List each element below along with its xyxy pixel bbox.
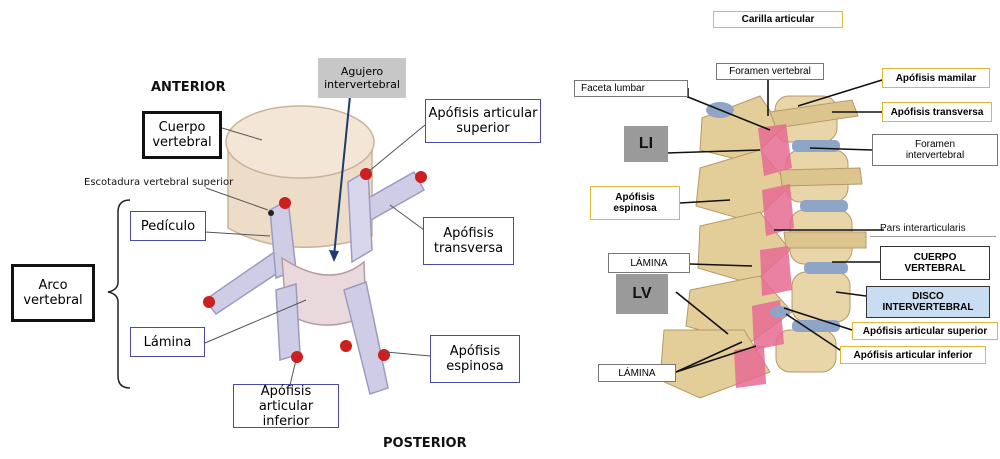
pediculo-label: Pedículo — [141, 219, 195, 234]
lamina-box: Lámina — [130, 327, 205, 357]
cuerpo-vertebral-right-box: CUERPO VERTEBRAL — [880, 246, 990, 280]
foramen-intervertebral-label: Foramen intervertebral — [906, 139, 964, 161]
arco-vertebral-box: Arco vertebral — [11, 264, 95, 322]
escotadura-label: Escotadura vertebral superior — [84, 177, 233, 189]
apofisis-espinosa-right-box: Apófisis espinosa — [590, 186, 680, 220]
apofisis-articular-inferior-right-box: Apófisis articular inferior — [840, 346, 986, 364]
right-lumbar-spine — [660, 96, 866, 398]
apofisis-mamilar-label: Apófisis mamilar — [896, 73, 977, 84]
posterior-label: POSTERIOR — [383, 437, 467, 452]
lamina-bottom-label: LÁMINA — [618, 368, 655, 379]
cuerpo-vertebral-right-label: CUERPO VERTEBRAL — [904, 252, 965, 274]
faceta-lumbar-label: Faceta lumbar — [581, 83, 645, 94]
apofisis-espinosa-box: Apófisis espinosa — [430, 335, 520, 383]
lv-label: LV — [632, 285, 651, 303]
apofisis-espinosa-right-label: Apófisis espinosa — [613, 192, 656, 214]
agujero-intervertebral-box: Agujero intervertebral — [318, 58, 406, 98]
foramen-vertebral-label: Foramen vertebral — [729, 66, 811, 77]
pars-underline — [870, 236, 996, 237]
disco-intervertebral-label: DISCO INTERVERTEBRAL — [883, 291, 974, 313]
agujero-intervertebral-label: Agujero intervertebral — [324, 65, 400, 91]
lamina-label: Lámina — [144, 335, 192, 350]
apofisis-articular-inferior-box: Apófisis articular inferior — [233, 384, 339, 428]
pediculo-box: Pedículo — [130, 211, 206, 241]
apofisis-transversa-label: Apófisis transversa — [434, 226, 503, 256]
lamina-top-label: LÁMINA — [630, 258, 667, 269]
anterior-label: ANTERIOR — [151, 81, 226, 96]
li-label: LI — [639, 135, 653, 153]
apofisis-articular-superior-right-label: Apófisis articular superior — [863, 326, 987, 337]
apofisis-transversa-right-box: Apófisis transversa — [882, 102, 992, 122]
apofisis-articular-superior-label: Apófisis articular superior — [429, 106, 538, 136]
disco-intervertebral-box: DISCO INTERVERTEBRAL — [866, 286, 990, 318]
apofisis-transversa-box: Apófisis transversa — [423, 217, 514, 265]
lamina-bottom-box: LÁMINA — [598, 364, 676, 382]
apofisis-articular-superior-box: Apófisis articular superior — [425, 99, 541, 143]
foramen-intervertebral-box: Foramen intervertebral — [872, 134, 998, 166]
carilla-articular-label: Carilla articular — [742, 14, 815, 25]
foramen-vertebral-box: Foramen vertebral — [716, 63, 824, 80]
left-vertebra-drawing — [203, 106, 427, 394]
apofisis-articular-superior-right-box: Apófisis articular superior — [852, 322, 998, 340]
lv-box: LV — [616, 274, 668, 314]
apofisis-transversa-right-label: Apófisis transversa — [891, 107, 984, 118]
apofisis-mamilar-box: Apófisis mamilar — [882, 68, 990, 88]
li-box: LI — [624, 126, 668, 162]
faceta-lumbar-box: Faceta lumbar — [574, 80, 688, 97]
arco-vertebral-label: Arco vertebral — [23, 278, 82, 308]
apofisis-articular-inferior-label: Apófisis articular inferior — [234, 384, 338, 429]
apofisis-espinosa-label: Apófisis espinosa — [446, 344, 504, 374]
carilla-articular-box: Carilla articular — [713, 11, 843, 28]
cuerpo-vertebral-label: Cuerpo vertebral — [152, 120, 211, 150]
cuerpo-vertebral-box: Cuerpo vertebral — [142, 111, 222, 159]
pars-interarticularis-label: Pars interarticularis — [880, 223, 966, 235]
lamina-top-box: LÁMINA — [608, 253, 690, 273]
arco-bracket — [108, 200, 130, 388]
apofisis-articular-inferior-right-label: Apófisis articular inferior — [854, 350, 973, 361]
